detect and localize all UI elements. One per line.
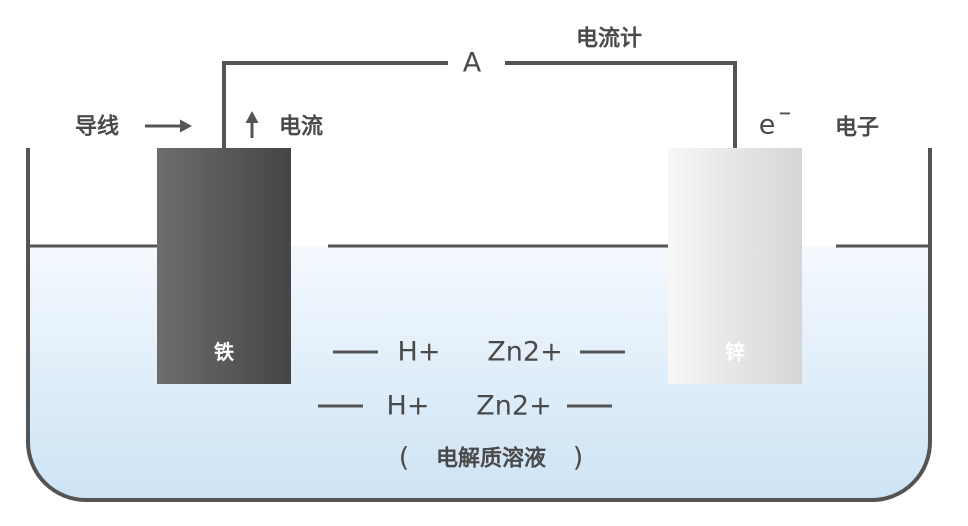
zinc-electrode-label: 锌 [725, 340, 745, 364]
ion-hydrogen: H+ [398, 337, 441, 368]
arrow-up-icon [245, 111, 259, 138]
arrow-right-icon [145, 119, 192, 133]
wire [222, 61, 737, 148]
ion-zinc: Zn2+ [487, 337, 562, 368]
ion-row-2: H+ Zn2+ [318, 391, 612, 422]
electron-label: 电子 [835, 116, 879, 141]
iron-electrode-label: 铁 [214, 340, 234, 364]
wire-label: 导线 [75, 114, 119, 140]
beaker-outline [26, 148, 932, 502]
ion-row-1: H+ Zn2+ [333, 337, 625, 368]
electrolyte-paren-close: ) [573, 443, 584, 474]
zinc-electrode-body [668, 148, 802, 384]
ion-zinc: Zn2+ [476, 391, 551, 422]
ammeter-label: 电流计 [576, 26, 642, 52]
zinc-electrode: 锌 [668, 148, 802, 384]
current-label: 电流 [279, 114, 323, 140]
iron-electrode: 铁 [157, 148, 291, 384]
electron-symbol: e [759, 110, 776, 141]
electrolyte-paren-open: ( [399, 443, 410, 474]
ion-hydrogen: H+ [387, 391, 430, 422]
electrolyte-caption: ( 电解质溶液 ) [399, 443, 584, 474]
ammeter-symbol: A [463, 48, 482, 79]
electron-charge: − [778, 104, 791, 123]
electrolyte-label: 电解质溶液 [436, 446, 546, 472]
iron-electrode-body [157, 148, 291, 384]
